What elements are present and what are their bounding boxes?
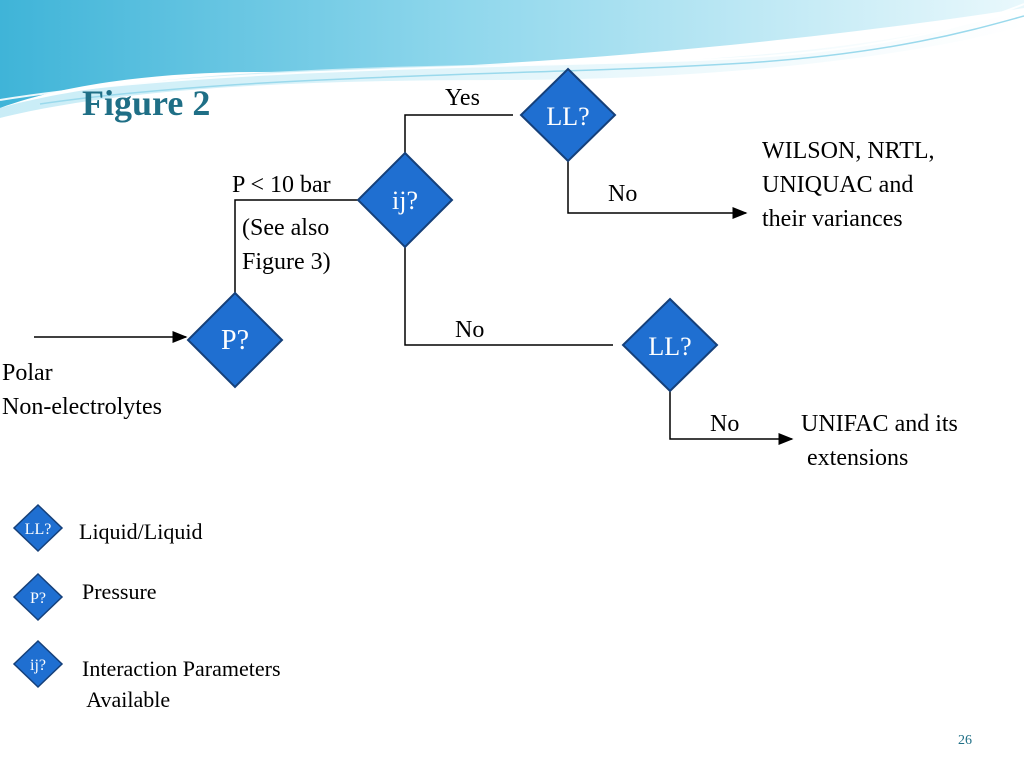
page-number: 26: [958, 733, 972, 748]
header-banner: [0, 0, 1024, 118]
yes-label: Yes: [445, 85, 480, 111]
legend-text-interaction-line2: Available: [82, 687, 171, 712]
arrow-ll-bottom-to-unifac: [669, 391, 794, 445]
diamond-ll-top: LL?: [519, 67, 617, 163]
outcome-bottom-line1: UNIFAC and its: [801, 411, 958, 437]
legend-diamond-ij: ij?: [12, 639, 64, 689]
no-label-bottom: No: [710, 411, 740, 437]
legend-diamond-ij-label: ij?: [30, 657, 46, 674]
input-label-non-electrolytes: Non-electrolytes: [2, 394, 162, 420]
slide-title: Figure 2: [82, 83, 211, 123]
diamond-ll-bottom: LL?: [621, 297, 719, 393]
see-also-label-line1: (See also: [242, 215, 330, 241]
legend-diamond-ll-label: LL?: [25, 521, 52, 538]
legend-diamond-ll: LL?: [12, 503, 64, 553]
diamond-p-label: P?: [221, 325, 249, 356]
outcome-bottom-line2: extensions: [801, 445, 909, 471]
diamond-ij-label: ij?: [392, 186, 418, 215]
legend-diamond-p: P?: [12, 572, 64, 622]
diamond-ll-bottom-label: LL?: [648, 332, 691, 361]
arrow-ll-top-to-wilson: [567, 161, 748, 219]
connector-p-to-ij: [234, 199, 358, 293]
outcome-top-line2: UNIQUAC and: [762, 172, 914, 198]
outcome-top-line1: WILSON, NRTL,: [762, 138, 935, 164]
diamond-ij: ij?: [356, 151, 454, 249]
connector-ij-to-ll-bottom: [404, 246, 613, 346]
outcome-top-line3: their variances: [762, 206, 903, 232]
see-also-label-line2: Figure 3): [242, 249, 331, 275]
diamond-ll-top-label: LL?: [546, 102, 589, 131]
legend-text-interaction-line1: Interaction Parameters: [82, 656, 281, 681]
diamond-p: P?: [186, 291, 284, 389]
pressure-condition-label: P < 10 bar: [232, 172, 331, 198]
legend-text-liquid-liquid: Liquid/Liquid: [79, 519, 203, 544]
no-label-top: No: [608, 181, 638, 207]
legend-diamond-p-label: P?: [30, 590, 46, 607]
no-label-middle: No: [455, 317, 485, 343]
input-label-polar: Polar: [2, 360, 53, 386]
connector-ij-to-ll-top: [404, 114, 513, 153]
legend-text-pressure: Pressure: [82, 579, 157, 604]
